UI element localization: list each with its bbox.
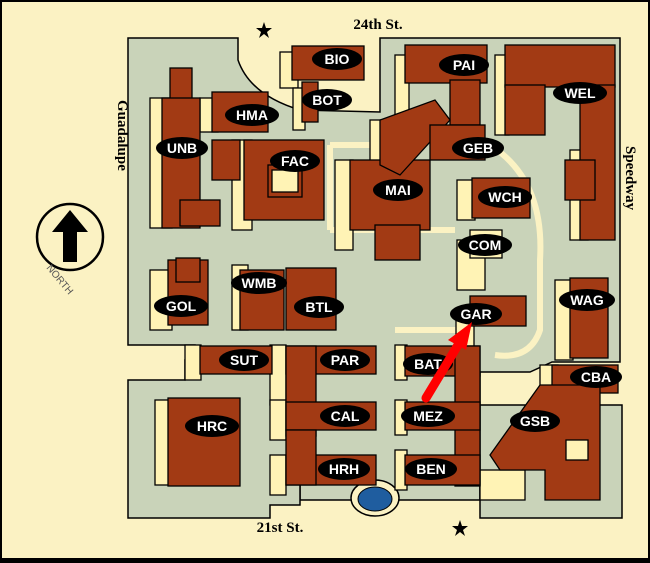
- building-label-hrh[interactable]: HRH: [318, 458, 370, 480]
- svg-text:BAT: BAT: [414, 356, 442, 372]
- building-label-hrc[interactable]: HRC: [185, 415, 239, 437]
- svg-text:GOL: GOL: [166, 298, 197, 314]
- svg-text:BEN: BEN: [416, 461, 446, 477]
- svg-text:SUT: SUT: [230, 352, 258, 368]
- building-label-gsb[interactable]: GSB: [510, 410, 560, 432]
- route-arrow: [421, 322, 472, 403]
- compass: NORTH: [35, 202, 105, 297]
- svg-text:HMA: HMA: [236, 107, 268, 123]
- svg-text:WCH: WCH: [488, 189, 521, 205]
- svg-text:WEL: WEL: [564, 85, 596, 101]
- building-label-fac[interactable]: FAC: [270, 150, 320, 172]
- building-label-btl[interactable]: BTL: [294, 296, 344, 318]
- street-north: 24th St.: [353, 17, 402, 33]
- building-label-pai[interactable]: PAI: [439, 54, 489, 76]
- svg-text:GAR: GAR: [460, 306, 491, 322]
- building-label-mai[interactable]: MAI: [373, 179, 423, 201]
- building-label-par[interactable]: PAR: [320, 349, 370, 371]
- fountain: [350, 479, 400, 517]
- building-label-com[interactable]: COM: [458, 234, 512, 256]
- building-label-cba[interactable]: CBA: [570, 366, 622, 388]
- svg-text:PAI: PAI: [453, 57, 475, 73]
- svg-text:HRH: HRH: [329, 461, 359, 477]
- street-south: 21st St.: [257, 520, 304, 536]
- north-arrow-icon: [52, 210, 88, 262]
- building-label-cal[interactable]: CAL: [320, 405, 370, 427]
- star-icon: [452, 520, 468, 536]
- street-east: Speedway: [622, 146, 638, 211]
- building-label-wmb[interactable]: WMB: [231, 272, 287, 294]
- svg-text:FAC: FAC: [281, 153, 309, 169]
- building-label-wch[interactable]: WCH: [478, 186, 532, 208]
- svg-text:MAI: MAI: [385, 182, 411, 198]
- svg-text:WMB: WMB: [242, 275, 277, 291]
- star-icon: [256, 22, 272, 38]
- svg-text:COM: COM: [469, 237, 502, 253]
- building-label-mez[interactable]: MEZ: [401, 405, 455, 427]
- building-labels: BIO PAI BOT HMA WEL UNB FAC GEB: [154, 48, 622, 480]
- building-label-wel[interactable]: WEL: [553, 82, 607, 104]
- building-label-sut[interactable]: SUT: [219, 349, 269, 371]
- street-west: Guadalupe: [114, 100, 130, 171]
- building-label-bio[interactable]: BIO: [312, 48, 362, 70]
- star-markers: [256, 22, 468, 536]
- svg-text:CBA: CBA: [581, 369, 611, 385]
- svg-text:BOT: BOT: [312, 92, 342, 108]
- svg-text:WAG: WAG: [570, 292, 604, 308]
- building-label-geb[interactable]: GEB: [452, 137, 504, 159]
- building-label-gol[interactable]: GOL: [154, 295, 208, 317]
- svg-text:MEZ: MEZ: [413, 408, 443, 424]
- svg-text:PAR: PAR: [331, 352, 360, 368]
- svg-text:CAL: CAL: [331, 408, 360, 424]
- building-label-wag[interactable]: WAG: [559, 289, 615, 311]
- svg-text:UNB: UNB: [167, 140, 197, 156]
- building-label-bot[interactable]: BOT: [302, 89, 352, 111]
- building-label-hma[interactable]: HMA: [225, 104, 279, 126]
- svg-text:GSB: GSB: [520, 413, 550, 429]
- building-label-unb[interactable]: UNB: [156, 137, 208, 159]
- svg-text:BTL: BTL: [305, 299, 333, 315]
- svg-text:BIO: BIO: [325, 51, 350, 67]
- building-label-ben[interactable]: BEN: [405, 458, 457, 480]
- svg-text:GEB: GEB: [463, 140, 493, 156]
- building-label-gar[interactable]: GAR: [450, 303, 502, 325]
- svg-text:HRC: HRC: [197, 418, 227, 434]
